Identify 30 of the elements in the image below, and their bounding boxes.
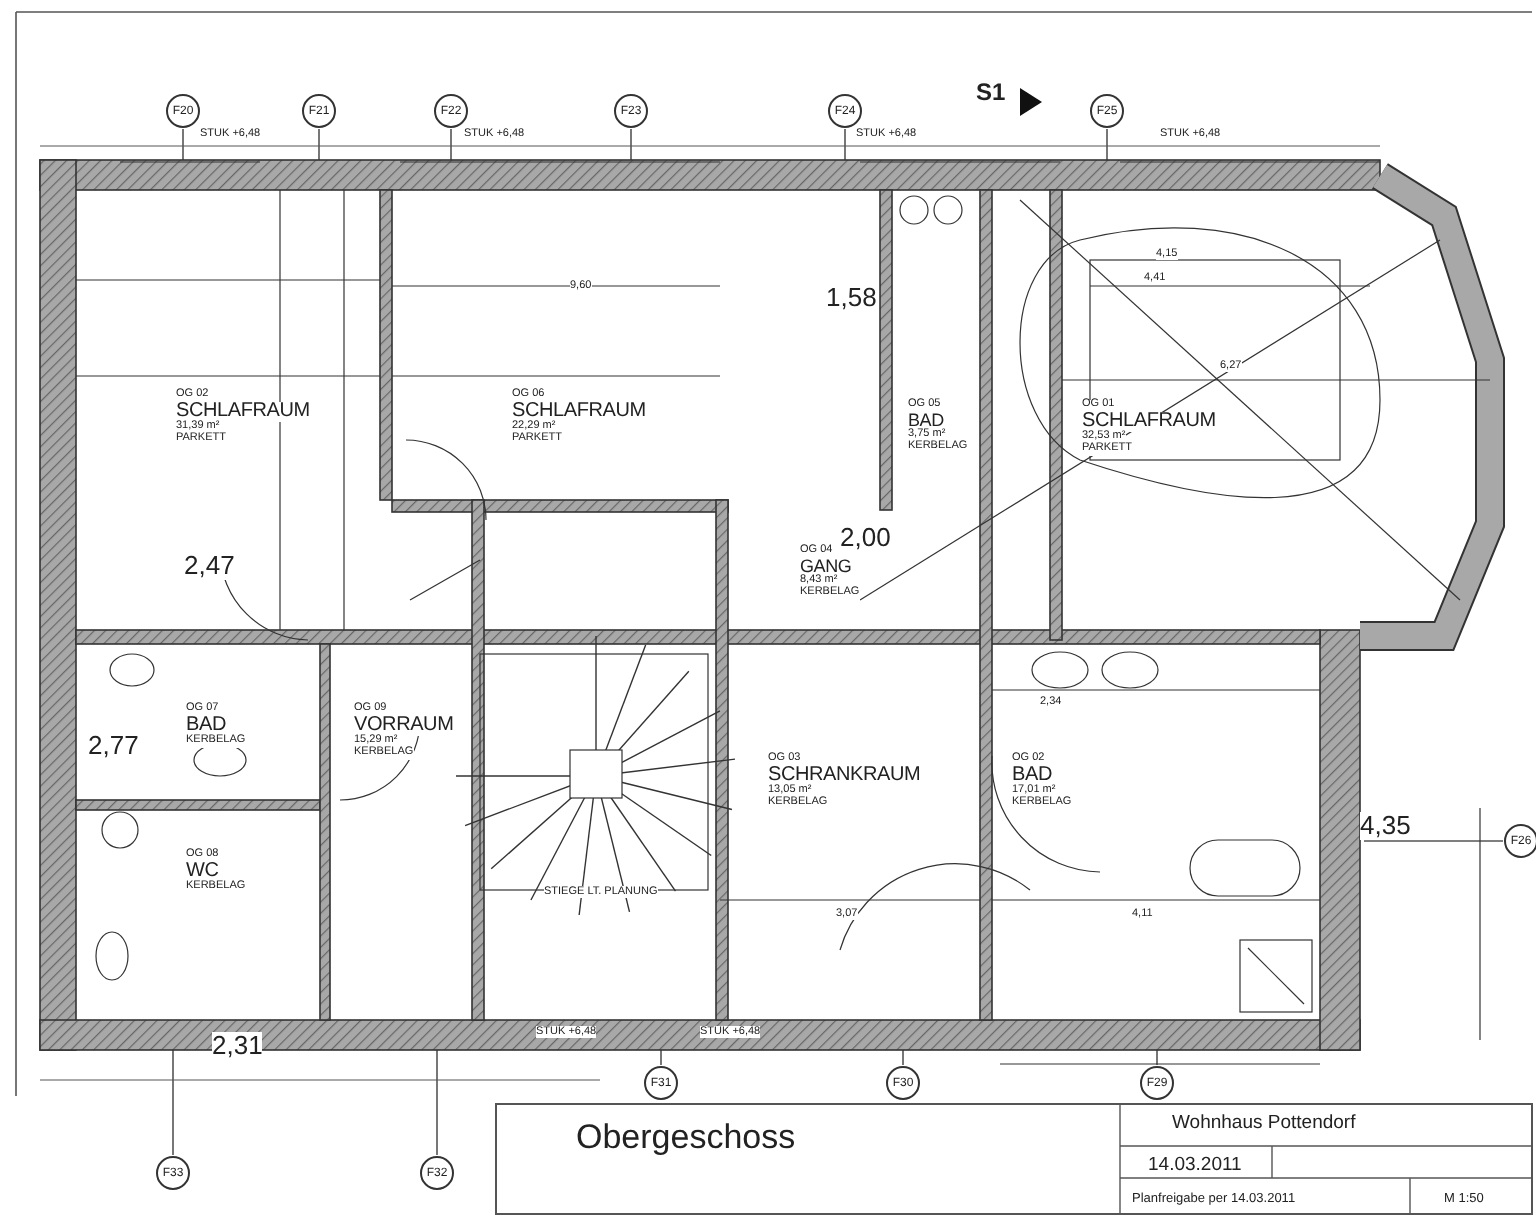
- dimension-text: 2,77: [88, 732, 139, 761]
- room-name: VORRAUM: [354, 715, 454, 737]
- room-name: SCHRANKRAUM: [768, 765, 921, 787]
- window-marker: [644, 1066, 678, 1100]
- title-block-text: 14.03.2011: [1148, 1156, 1242, 1177]
- window-marker: [166, 94, 200, 128]
- dimension-text: 1,58: [826, 284, 877, 313]
- room-name: BAD: [908, 411, 944, 431]
- dimension-text: 2,00: [840, 524, 891, 553]
- dimension-text: 4,35: [1360, 812, 1411, 841]
- dimension-text: 2,47: [184, 552, 235, 581]
- window-marker: [1140, 1066, 1174, 1100]
- room-name: WC: [186, 861, 219, 883]
- window-marker: [614, 94, 648, 128]
- title-block-text: Wohnhaus Pottendorf: [1172, 1114, 1356, 1135]
- room-name: SCHLAFRAUM: [512, 401, 646, 423]
- window-marker: [1504, 824, 1536, 858]
- room-name: SCHLAFRAUM: [1082, 411, 1216, 433]
- title-block-text: Obergeschoss: [576, 1120, 796, 1158]
- room-name: SCHLAFRAUM: [176, 401, 310, 423]
- window-marker: [420, 1156, 454, 1190]
- window-marker: [886, 1066, 920, 1100]
- window-marker: [1090, 94, 1124, 128]
- window-marker: [302, 94, 336, 128]
- room-name: GANG: [800, 557, 852, 577]
- window-marker: [156, 1156, 190, 1190]
- dimension-text: 2,31: [212, 1032, 263, 1061]
- section-mark: S1: [976, 80, 1006, 107]
- window-marker: [434, 94, 468, 128]
- window-marker: [828, 94, 862, 128]
